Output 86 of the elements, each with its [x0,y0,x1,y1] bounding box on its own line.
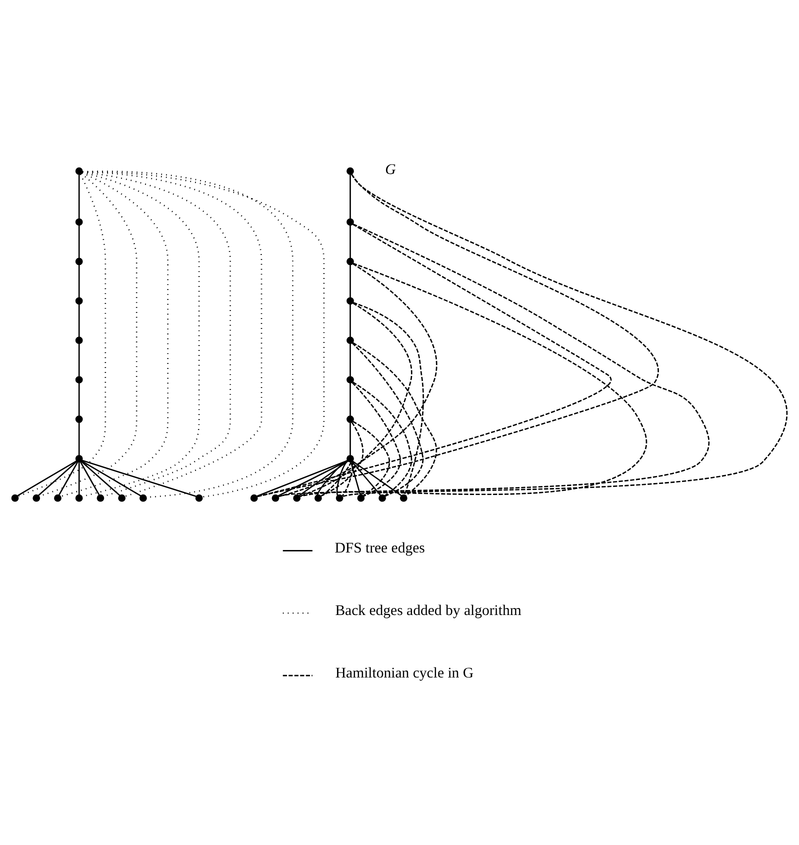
node-circle [195,494,203,502]
node-circle [118,494,126,502]
node-circle [346,336,354,344]
connector [78,344,80,376]
node-circle [75,376,83,384]
label: G [385,162,396,178]
connector [352,342,437,496]
connector [78,422,80,456]
connector [298,460,348,496]
connector [352,420,390,496]
node-circle [250,494,258,502]
connector [350,174,351,219]
connector [82,172,231,498]
connector [38,460,78,496]
node-circle [336,494,344,502]
node-circle [75,454,83,462]
connector [350,304,351,337]
connector [257,174,659,498]
node-circle [75,167,83,175]
connector [78,225,80,258]
node-circle [293,494,301,502]
connector [342,461,354,496]
connector [278,263,437,498]
node-circle [357,494,365,502]
connector [278,460,348,497]
connector [350,225,351,258]
node-circle [54,494,62,502]
connector [80,460,120,496]
connector [278,224,710,498]
node-circle [272,494,280,502]
node-circle [400,494,408,502]
connector [351,461,381,496]
connector [78,383,80,416]
node-circle [75,336,83,344]
node-circle [346,167,354,175]
connector [82,171,262,497]
connector [350,383,351,416]
node-circle [346,376,354,384]
connector [39,173,138,497]
node-circle [140,494,147,502]
node-circle [346,297,354,305]
connector [320,422,364,497]
connector [342,174,788,498]
connector [78,304,80,337]
node-circle [75,494,83,502]
connector [350,264,351,298]
connector [336,460,348,496]
connector [78,174,80,219]
connector [81,460,142,496]
connector [300,262,647,498]
node-circle [346,454,354,462]
node-circle [346,416,354,423]
node-circle [378,494,386,502]
connector [350,344,351,376]
connector [82,172,200,498]
connector [350,462,361,495]
legend-label: DFS tree edges [334,540,425,557]
connector [78,462,80,495]
node-circle [346,258,354,266]
connector [80,461,100,496]
connector [17,460,77,496]
node-circle [32,494,40,502]
node-circle [75,258,83,266]
connector [78,264,80,298]
connector [18,174,106,497]
connector [352,382,412,496]
node-circle [314,494,322,502]
connector [352,460,402,496]
connector [256,460,348,497]
connector [257,224,611,498]
node-circle [75,297,83,305]
node-circle [96,494,104,502]
legend-label: Back edges added by algorithm [335,603,522,620]
node-circle [75,416,83,423]
connector [58,461,78,496]
node-circle [75,218,83,226]
connector [82,460,196,497]
connector [60,172,168,498]
connector [352,382,401,497]
connector [352,342,424,497]
connector [350,422,351,456]
legend-label: Hamiltonian cycle in G [335,666,474,682]
connector [353,302,424,495]
node-circle [11,494,19,502]
connector [300,302,412,497]
node-circle [346,218,354,226]
